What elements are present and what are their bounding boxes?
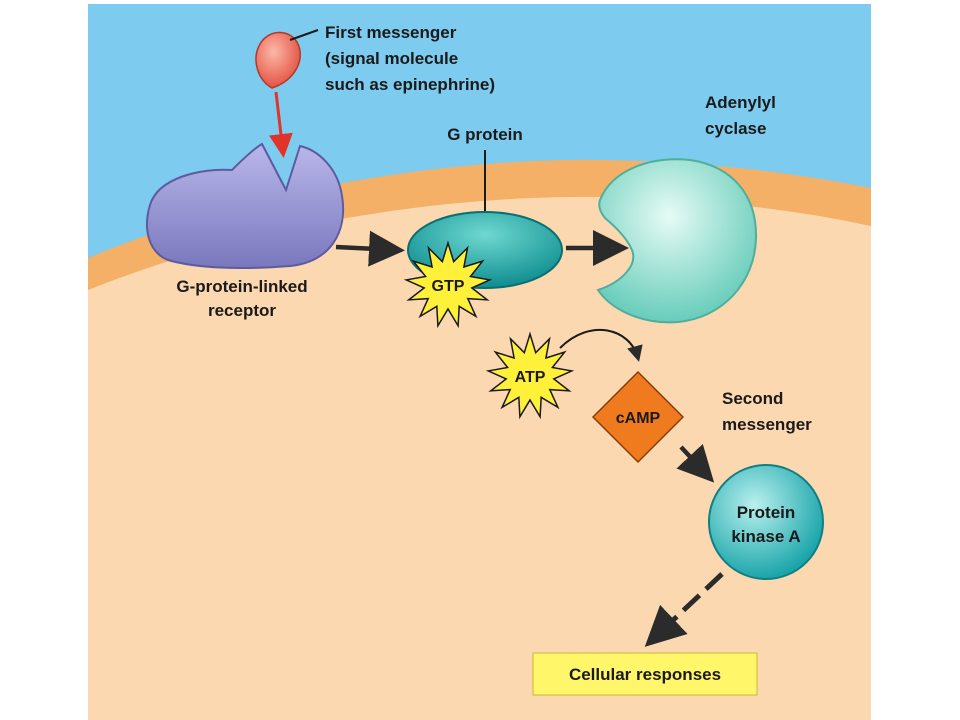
binding-arrow (268, 91, 293, 158)
camp-diamond (591, 370, 685, 464)
adenylyl-cyclase-shape (596, 158, 758, 324)
cellular-responses-box (532, 652, 758, 696)
signal-pointer-line (289, 29, 319, 41)
gtp-label: GTP (432, 278, 465, 295)
second-messenger-label-line-2: messenger (722, 415, 812, 434)
first-messenger-label-line-2: (signal molecule (325, 49, 458, 68)
arrow-camp-to-protein-kinase-a (676, 443, 715, 483)
protein-kinase-a-shape (708, 464, 824, 580)
adenylyl-cyclase-label-line-1: Adenylyl (705, 93, 776, 112)
first-messenger-label-line-3: such as epinephrine) (325, 75, 495, 94)
arrow-atp-to-camp (559, 329, 643, 362)
signal-molecule-shape (255, 31, 301, 89)
cellular-responses-label: Cellular responses (569, 665, 721, 684)
protein-kinase-a-label-line-2: kinase A (731, 527, 800, 546)
protein-kinase-a-label-line-1: Protein (737, 503, 796, 522)
first-messenger-label-line-1: First messenger (325, 23, 457, 42)
arrow-receptor-to-g-protein (335, 230, 405, 267)
arrow-pka-to-cellular-responses (644, 572, 724, 647)
camp-label: cAMP (616, 410, 661, 427)
receptor-label-line-2: receptor (208, 301, 276, 320)
adenylyl-cyclase-label-line-2: cyclase (705, 119, 766, 138)
g-protein-linked-receptor-shape (146, 142, 345, 269)
gtp-starburst (403, 240, 493, 329)
second-messenger-label-line-1: Second (722, 389, 783, 408)
atp-starburst (485, 331, 575, 420)
atp-label: ATP (515, 369, 546, 386)
receptor-label-line-1: G-protein-linked (176, 277, 307, 296)
cytoplasm (88, 196, 871, 720)
g-protein-label: G protein (447, 125, 523, 144)
